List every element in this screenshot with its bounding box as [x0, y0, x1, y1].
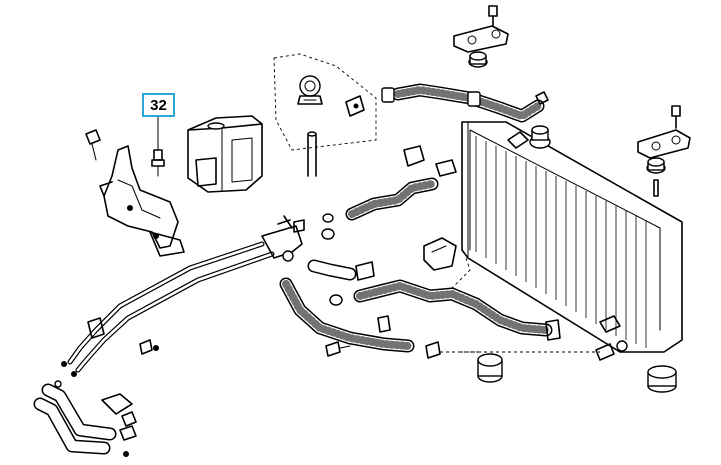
atf-cooler-lines	[61, 215, 305, 377]
hose-clamp-set	[355, 237, 457, 359]
drain-hose	[279, 277, 480, 353]
upper-radiator-hose	[381, 83, 549, 123]
thermostat-housing-group	[273, 53, 377, 177]
radiator	[439, 121, 683, 353]
atf-hose-set	[33, 380, 137, 457]
callout-32: 32	[142, 93, 175, 117]
lower-radiator-hose	[329, 279, 561, 341]
lower-rubber-mount	[477, 353, 503, 383]
reserve-tank	[187, 115, 263, 193]
small-bypass-hose	[307, 259, 357, 281]
reserve-tank-bracket	[85, 129, 185, 257]
side-rubber-mount	[647, 365, 677, 393]
side-mount-bracket	[637, 105, 691, 197]
mounting-bolts	[139, 339, 628, 361]
upper-mount-bracket	[453, 5, 509, 68]
callout-32-leader	[151, 117, 165, 177]
bypass-inlet-hose	[321, 145, 457, 240]
callout-32-label: 32	[150, 96, 167, 114]
